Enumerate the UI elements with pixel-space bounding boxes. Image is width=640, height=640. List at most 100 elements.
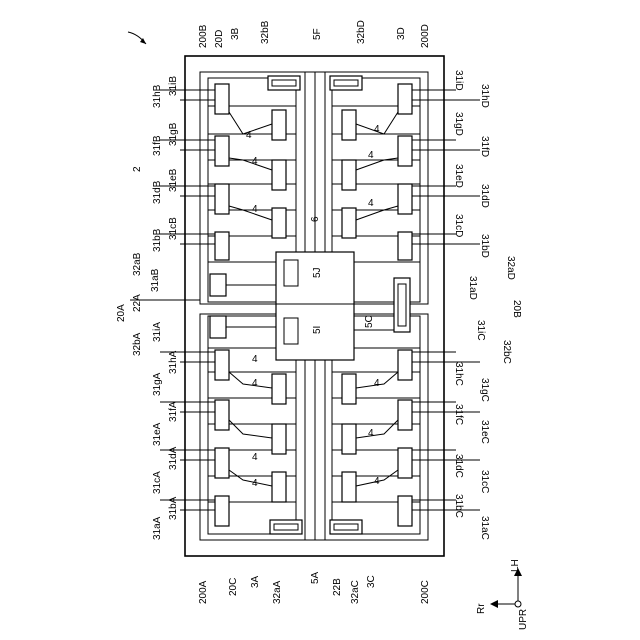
label-31bC: 31bC bbox=[453, 494, 464, 518]
label-20C: 20C bbox=[228, 578, 239, 596]
label-3B: 3B bbox=[230, 27, 241, 40]
label-32bD: 32bD bbox=[356, 20, 367, 44]
label-31hA: 31hA bbox=[168, 350, 179, 374]
label-31aC: 31aC bbox=[479, 516, 490, 540]
label-31cB: 31cB bbox=[168, 217, 179, 240]
labels-right: 31iD 31hD 31gD 31fD 31eD 31dD 31cD 31bD … bbox=[453, 70, 522, 540]
label-31dC: 31dC bbox=[453, 454, 464, 478]
connector-32aD bbox=[394, 278, 410, 332]
label-31dB: 31dB bbox=[152, 180, 163, 204]
svg-text:4: 4 bbox=[252, 156, 258, 167]
svg-text:4: 4 bbox=[252, 452, 258, 463]
svg-text:4: 4 bbox=[368, 150, 374, 161]
label-5J: 5J bbox=[312, 267, 323, 278]
svg-text:4: 4 bbox=[374, 378, 380, 389]
label-20A: 20A bbox=[116, 304, 127, 322]
label-31gC: 31gC bbox=[479, 378, 490, 402]
label-5C: 5C bbox=[364, 315, 375, 328]
cells-lower-left bbox=[215, 350, 286, 526]
direction-indicator: LH Rr UPR bbox=[476, 559, 529, 630]
label-31fB: 31fB bbox=[152, 135, 163, 156]
label-32aC: 32aC bbox=[350, 580, 361, 604]
label-31bB: 31bB bbox=[152, 228, 163, 252]
svg-text:4: 4 bbox=[368, 198, 374, 209]
label-Rr: Rr bbox=[476, 603, 487, 614]
label-2: 2 bbox=[132, 166, 143, 172]
connector-32aC bbox=[330, 520, 362, 534]
label-22A: 22A bbox=[132, 294, 143, 312]
cells-lower-right bbox=[342, 350, 412, 526]
label-31iA: 31iA bbox=[152, 322, 163, 342]
label-31cC: 31cC bbox=[479, 470, 490, 493]
label-31bA: 31bA bbox=[168, 496, 179, 520]
label-5A: 5A bbox=[310, 571, 321, 584]
label-31iC: 31iC bbox=[475, 320, 486, 341]
label-32aA: 32aA bbox=[272, 580, 283, 604]
label-31cA: 31cA bbox=[152, 471, 163, 494]
labels-bottom: 200A 20C 3A 32aA 5A 22B 32aC 3C 200C bbox=[198, 571, 431, 604]
label-31gB: 31gB bbox=[168, 122, 179, 146]
cells-upper-left bbox=[215, 84, 286, 260]
cells-upper-right bbox=[342, 84, 412, 260]
label-200C-right: 200C bbox=[420, 580, 431, 604]
label-31dD: 31dD bbox=[479, 184, 490, 208]
label-31eC: 31eC bbox=[479, 420, 490, 444]
labels-left: 31hB 31iB 31fB 31gB 31dB 31eB 31bB 31cB … bbox=[116, 76, 179, 540]
label-32aB: 32aB bbox=[132, 252, 143, 276]
svg-text:4: 4 bbox=[374, 124, 380, 135]
label-31hD: 31hD bbox=[479, 84, 490, 108]
label-32bB: 32bB bbox=[260, 20, 271, 44]
label-31aB: 31aB bbox=[150, 268, 161, 292]
label-LH: LH bbox=[510, 559, 521, 572]
upr-dot bbox=[515, 601, 521, 607]
label-31iB: 31iB bbox=[168, 76, 179, 96]
svg-text:4: 4 bbox=[252, 478, 258, 489]
label-22B: 22B bbox=[332, 578, 343, 596]
label-31fD: 31fD bbox=[479, 136, 490, 157]
label-200B: 200B bbox=[198, 24, 209, 48]
label-UPR: UPR bbox=[518, 609, 529, 630]
label-31eB: 31eB bbox=[168, 168, 179, 192]
label-31fA: 31fA bbox=[168, 401, 179, 422]
label-31aA: 31aA bbox=[152, 516, 163, 540]
svg-text:4: 4 bbox=[368, 428, 374, 439]
label-200A: 200A bbox=[198, 580, 209, 604]
connector-32bB bbox=[268, 76, 300, 90]
label-31hB: 31hB bbox=[152, 84, 163, 108]
leaders-right bbox=[412, 90, 480, 510]
label-31fC: 31fC bbox=[453, 404, 464, 425]
label-200D: 200D bbox=[420, 24, 431, 48]
label-3A: 3A bbox=[250, 575, 261, 588]
connector-32aB bbox=[210, 274, 226, 296]
label-31eD: 31eD bbox=[453, 164, 464, 188]
label-3C: 3C bbox=[366, 575, 377, 588]
label-5F: 5F bbox=[312, 28, 323, 40]
svg-text:4: 4 bbox=[252, 354, 258, 365]
connector-32bA bbox=[210, 316, 226, 338]
label-20D: 20D bbox=[214, 30, 225, 48]
svg-text:4: 4 bbox=[252, 204, 258, 215]
label-31hC: 31hC bbox=[453, 362, 464, 386]
label-5I: 5I bbox=[312, 326, 323, 334]
label-31eA: 31eA bbox=[152, 422, 163, 446]
label-31bD: 31bD bbox=[479, 234, 490, 258]
label-31cD: 31cD bbox=[453, 214, 464, 237]
label-32bC: 32bC bbox=[501, 340, 512, 364]
label-31dA: 31dA bbox=[168, 446, 179, 470]
label-31iD: 31iD bbox=[453, 70, 464, 91]
svg-text:4: 4 bbox=[374, 476, 380, 487]
label-31gA: 31gA bbox=[152, 372, 163, 396]
label-31aD: 31aD bbox=[467, 276, 478, 300]
label-20B: 20B bbox=[511, 300, 522, 318]
label-32bA: 32bA bbox=[132, 332, 143, 356]
connector-32aA bbox=[270, 520, 302, 534]
label-31gD: 31gD bbox=[453, 112, 464, 136]
label-3D: 3D bbox=[396, 27, 407, 40]
arrow-Rr-head bbox=[490, 600, 498, 608]
svg-text:4: 4 bbox=[246, 130, 252, 141]
connector-32bD bbox=[330, 76, 362, 90]
label-32aD: 32aD bbox=[505, 256, 516, 280]
svg-text:4: 4 bbox=[252, 378, 258, 389]
